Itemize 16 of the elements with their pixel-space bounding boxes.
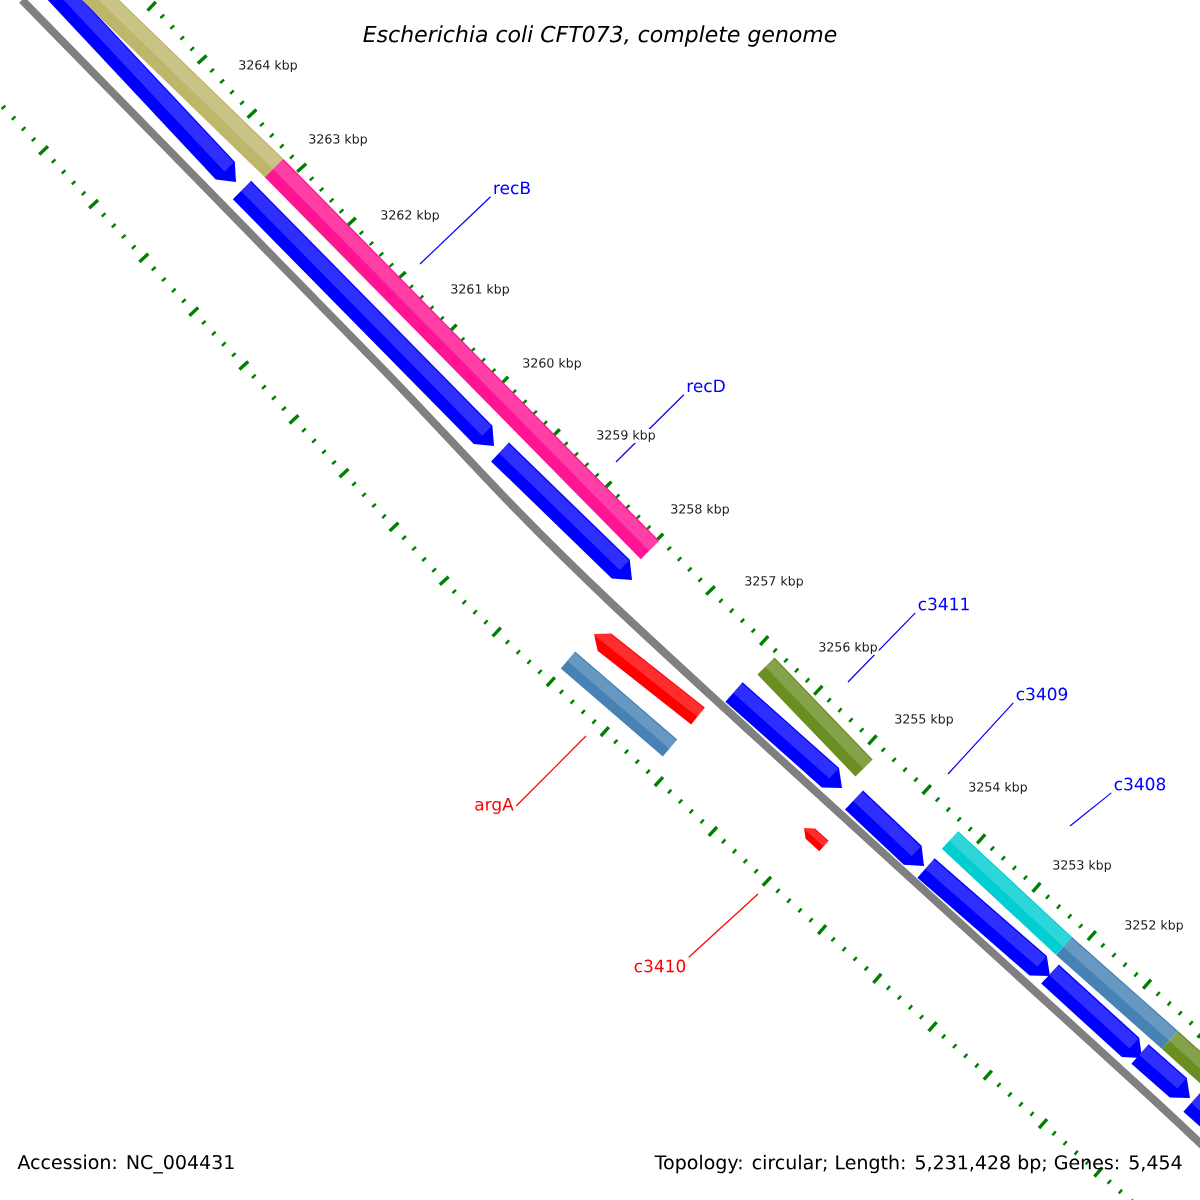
leader-line <box>847 612 916 683</box>
leader-line <box>688 893 759 958</box>
gene-label: c3410 <box>634 959 686 973</box>
gene-label: c3408 <box>1114 777 1166 791</box>
footer-text: Topology: circular; Length: 5,231,428 bp; Genes: 5,454 <box>654 1154 1182 1174</box>
leader-line <box>1069 792 1112 827</box>
leader-line <box>419 196 492 265</box>
footer-text: Accession: NC_004431 <box>17 1154 234 1174</box>
title: Escherichia coli CFT073, complete genome <box>363 25 837 47</box>
leader-line <box>947 702 1014 775</box>
gene-label: recD <box>687 379 725 393</box>
gene-label: recB <box>494 181 530 195</box>
gene-label: c3409 <box>1016 687 1068 701</box>
leader-line <box>515 735 587 807</box>
gene-label: c3411 <box>918 597 969 611</box>
gene-label: argA <box>475 798 514 814</box>
